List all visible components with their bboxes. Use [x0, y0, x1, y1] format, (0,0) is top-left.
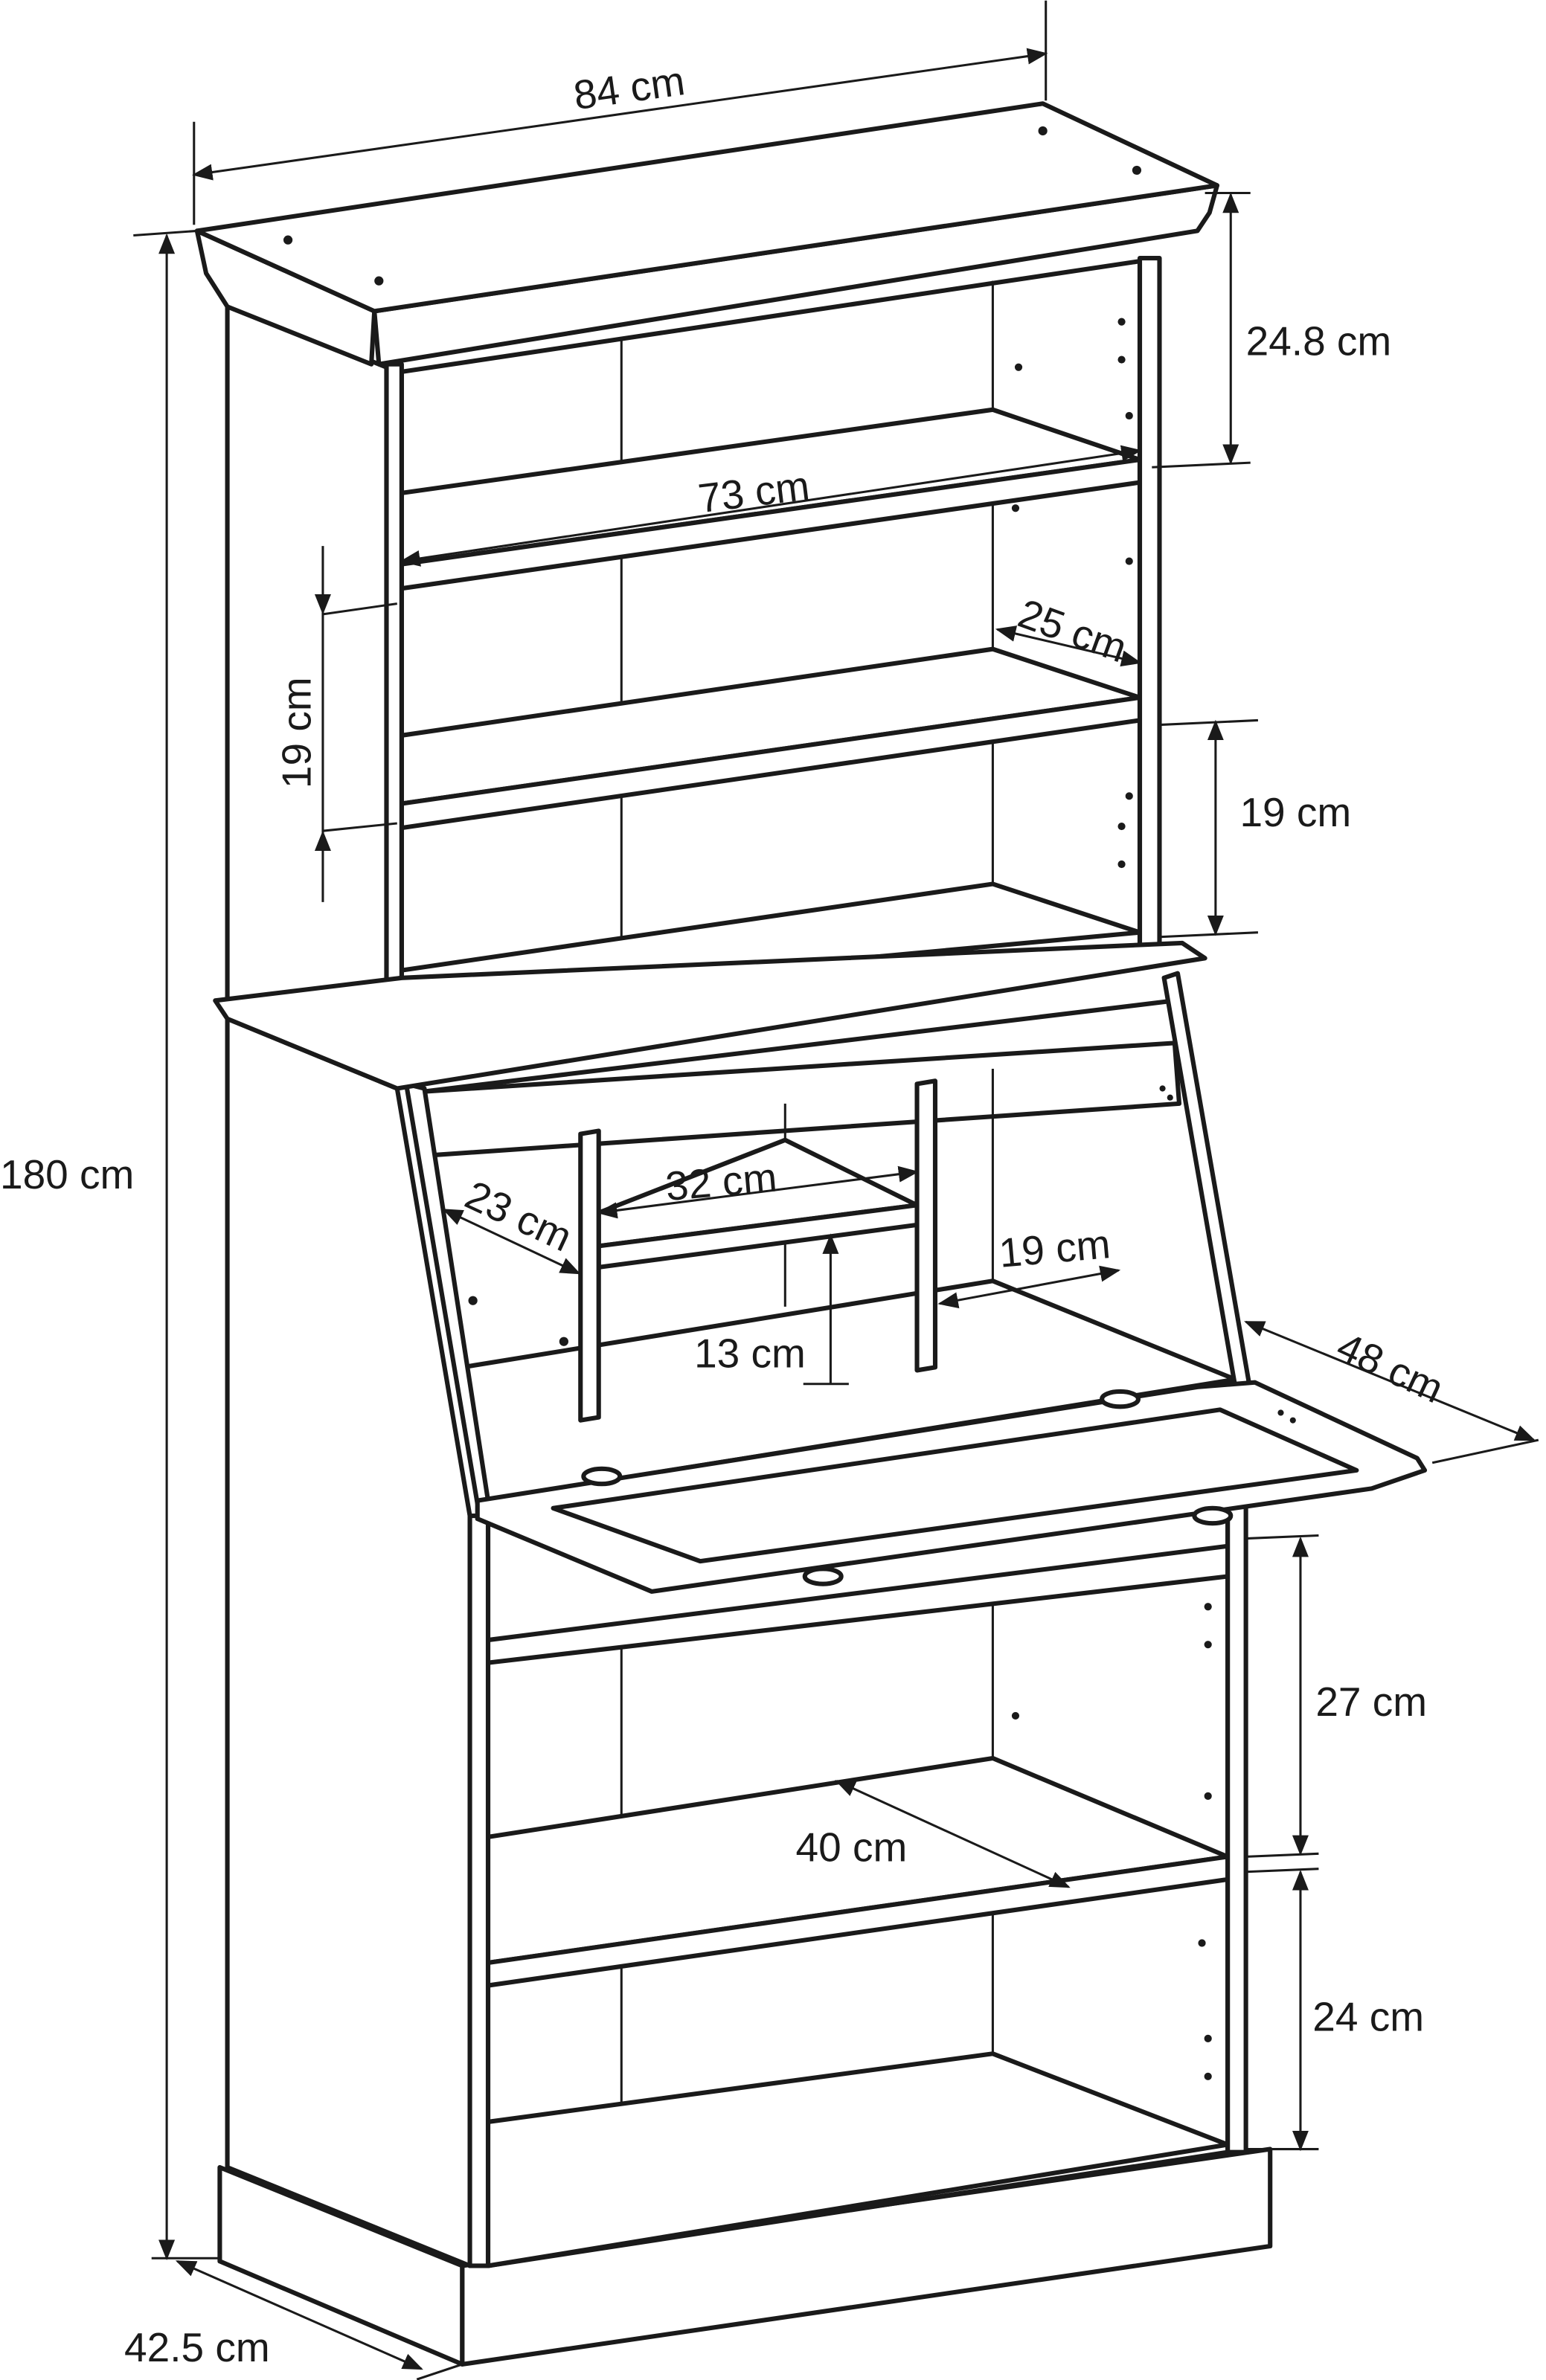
label-cabinet-lower-height: 24 cm [1312, 1994, 1424, 2040]
lower-left-post [467, 1513, 491, 2268]
label-cabinet-depth: 40 cm [796, 1824, 908, 1871]
label-cabinet-upper-height: 27 cm [1315, 1679, 1427, 1725]
label-hutch-shelf-height-right: 19 cm [1239, 789, 1351, 835]
dimension-labels: 84 cm 24.8 cm 73 cm 19 cm 25 cm 19 cm 18… [0, 57, 1451, 2370]
pigeonhole-divider-left [578, 1128, 601, 1423]
cabinet-drawing [194, 101, 1428, 2367]
hutch-left-post [384, 361, 404, 1064]
hutch-right-post [1137, 256, 1162, 951]
label-overall-height: 180 cm [0, 1151, 134, 1197]
label-pigeonhole-width: 32 cm [664, 1154, 779, 1209]
hutch-base-molding [213, 940, 1207, 1091]
label-top-shelf-height: 24.8 cm [1246, 318, 1392, 364]
label-overall-depth: 42.5 cm [124, 2324, 270, 2370]
flap-inner-panel [551, 1407, 1359, 1564]
lower-right-post [1225, 1498, 1248, 2155]
label-overall-width: 84 cm [571, 57, 687, 118]
label-hutch-shelf-height-left: 19 cm [274, 677, 320, 788]
label-desk-inner-depth: 19 cm [997, 1220, 1112, 1276]
dimension-lines [133, 0, 1539, 2380]
label-flap-depth: 48 cm [1330, 1323, 1451, 1412]
pigeonhole-divider-right [914, 1078, 938, 1373]
label-pigeonhole-height: 13 cm [694, 1330, 806, 1376]
